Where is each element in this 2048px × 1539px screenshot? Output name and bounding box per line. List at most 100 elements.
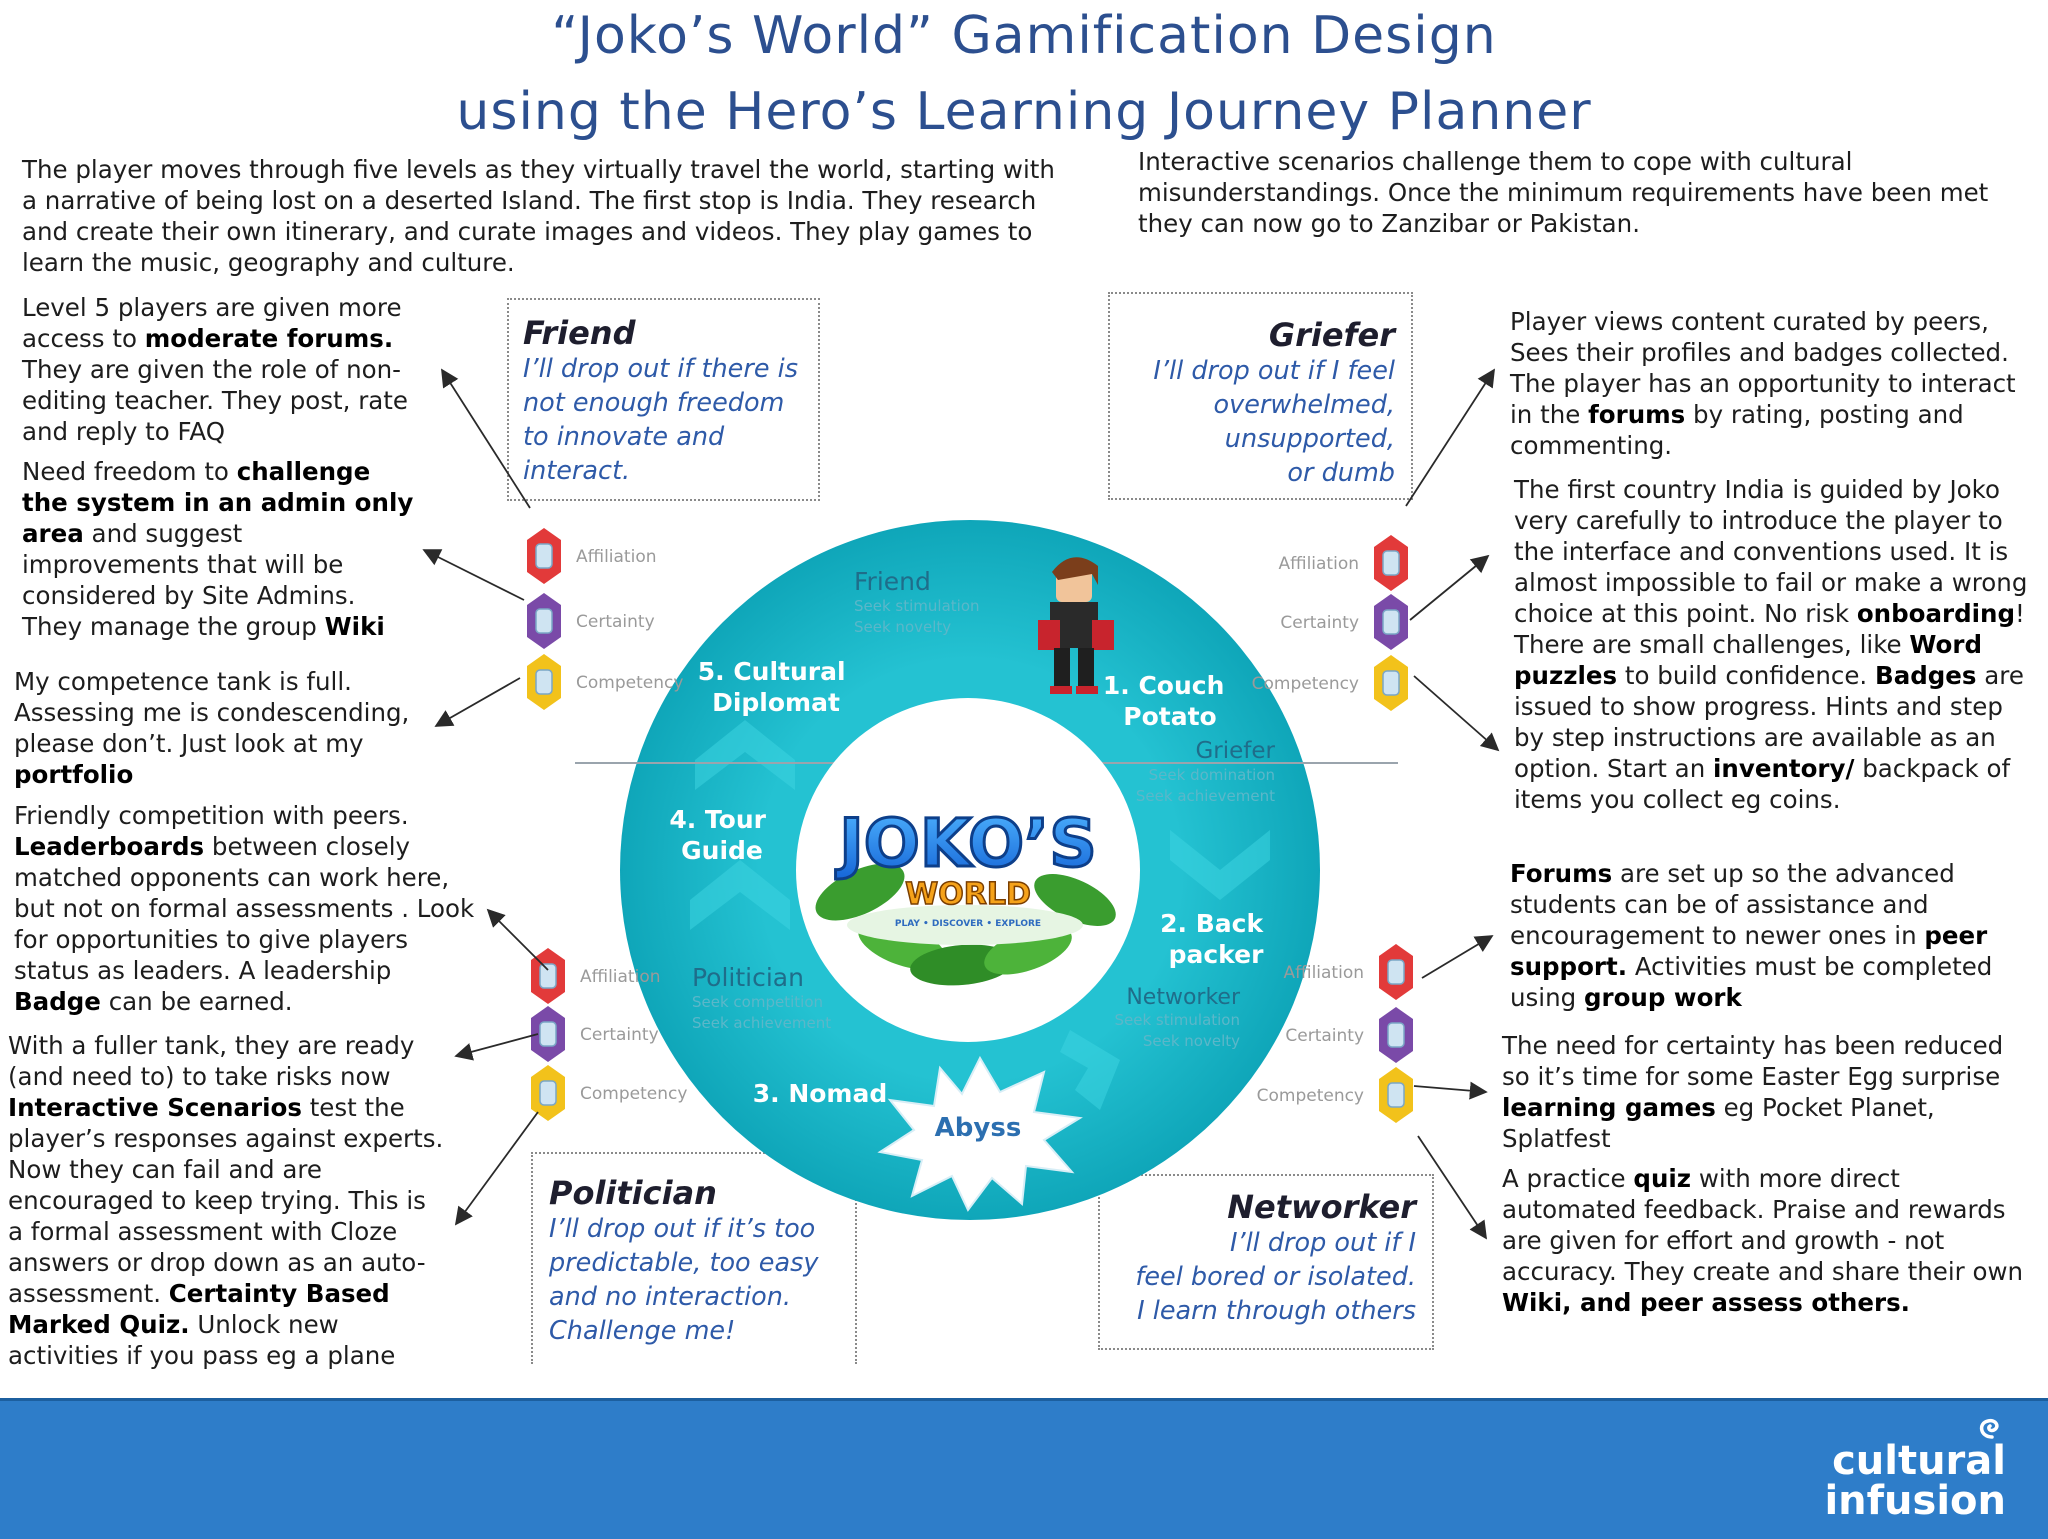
networker-box-title: Networker [1227, 1188, 1416, 1226]
abyss-burst [877, 1055, 1083, 1212]
level-1-line: 1. Couch [1103, 671, 1225, 700]
certainty-badge-icon: Certainty [1280, 594, 1408, 650]
networker-quote-line: feel bored or isolated. [1135, 1262, 1416, 1292]
footer-bar: cultural infusion [0, 1398, 2048, 1539]
brand-line-1: cultural [1832, 1438, 2006, 1484]
quadrant-politician-line: Seek competition [692, 993, 823, 1011]
level-2-line: 2. Back [1160, 909, 1264, 938]
friend-box: Friend I’ll drop out if there is not eno… [507, 298, 820, 501]
right-note-quiz: A practice quiz with more direct automat… [1502, 1164, 2024, 1317]
politician-box-title: Politician [549, 1174, 717, 1212]
world-logo-word: WORLD [905, 877, 1031, 912]
swirl-icon [1979, 1418, 1999, 1439]
politician-quote-line: Challenge me! [549, 1316, 736, 1346]
title-line-1: “Joko’s World” Gamification Design [551, 6, 1497, 66]
right-note-onboarding: The first country India is guided by Jok… [1514, 475, 2028, 814]
wheel-chevrons [690, 720, 1270, 1110]
certainty-badge-icon: Certainty [527, 593, 655, 649]
need-label: Certainty [1280, 613, 1359, 633]
right-note-peer-support: Forums are set up so the advanced studen… [1510, 859, 1993, 1012]
friend-quote-line: to innovate and [523, 422, 725, 452]
networker-quote-line: I learn through others [1137, 1296, 1416, 1326]
need-label: Affiliation [1279, 554, 1360, 574]
certainty-badge-icon: Certainty [531, 1006, 659, 1062]
networker-box: Networker I’ll drop out if I feel bored … [1098, 1174, 1434, 1350]
griefer-quote-line: overwhelmed, [1213, 390, 1395, 420]
need-label: Affiliation [576, 547, 657, 567]
quadrant-griefer-name: Griefer [1195, 738, 1275, 764]
certainty-badge-icon: Certainty [1285, 1007, 1413, 1063]
level-2-label: 2. Back packer [1160, 909, 1272, 969]
friend-quote-line: interact. [523, 456, 631, 486]
quadrant-friend-line: Seek novelty [854, 618, 951, 636]
joko-logo-word: JOKO’S [835, 805, 1097, 882]
quadrant-networker-line: Seek novelty [1143, 1032, 1240, 1050]
friend-quote-line: I’ll drop out if there is [523, 354, 798, 384]
quadrant-networker-line: Seek stimulation [1114, 1011, 1240, 1029]
politician-quote-line: I’ll drop out if it’s too [549, 1214, 816, 1244]
level-3-label: 3. Nomad [753, 1079, 888, 1108]
intro-right: Interactive scenarios challenge them to … [1138, 147, 1989, 238]
quadrant-networker-name: Networker [1126, 985, 1241, 1010]
griefer-quote-line: I’ll drop out if I feel [1153, 356, 1395, 386]
need-label: Certainty [580, 1025, 659, 1045]
title-line-2: using the Hero’s Learning Journey Planne… [456, 82, 1592, 142]
joko-world-leaves [815, 863, 1116, 986]
logo-tagline: PLAY • DISCOVER • EXPLORE [895, 919, 1041, 929]
left-note-challenge-system: Need freedom to challenge the system in … [22, 457, 414, 641]
level-2-line: packer [1169, 940, 1264, 969]
level-5-line: Diplomat [712, 688, 840, 717]
politician-box: Politician I’ll drop out if it’s too pre… [531, 1152, 857, 1364]
affiliation-badge-icon: Affiliation [1279, 535, 1408, 591]
competency-badge-icon: Competency [527, 654, 683, 710]
quadrant-griefer-line: Seek domination [1149, 766, 1275, 784]
joko-character [1038, 557, 1114, 694]
left-note-portfolio: My competence tank is full. Assessing me… [14, 667, 410, 789]
abyss-label: Abyss [935, 1113, 1022, 1143]
intro-left: The player moves through five levels as … [22, 155, 1055, 277]
need-label: Competency [576, 673, 683, 693]
cultural-infusion-logo: cultural infusion [1824, 1418, 2006, 1524]
level-4-line: 4. Tour [669, 805, 766, 834]
friend-quote-line: not enough freedom [523, 388, 785, 418]
connector-arrows [422, 368, 1500, 1240]
quadrant-politician-name: Politician [692, 963, 804, 992]
griefer-quote-line: or dumb [1287, 458, 1395, 488]
networker-quote-line: I’ll drop out if I [1229, 1228, 1416, 1258]
level-5-line: 5. Cultural [698, 657, 846, 686]
griefer-box: Griefer I’ll drop out if I feel overwhel… [1108, 292, 1413, 500]
affiliation-badge-icon: Affiliation [1284, 944, 1413, 1000]
right-note-learning-games: The need for certainty has been reduced … [1502, 1031, 2004, 1153]
politician-quote-line: predictable, too easy [549, 1248, 819, 1278]
level-1-label: 1. Couch Potato [1103, 671, 1233, 731]
need-label: Competency [1252, 674, 1359, 694]
brand-line-2: infusion [1824, 1478, 2006, 1524]
need-label: Affiliation [1284, 963, 1365, 983]
left-note-level5: Level 5 players are given more access to… [22, 293, 408, 446]
competency-badge-icon: Competency [1257, 1067, 1413, 1123]
level-4-line: Guide [681, 836, 763, 865]
left-note-interactive-scenarios: With a fuller tank, they are ready (and … [8, 1031, 444, 1370]
griefer-quote-line: unsupported, [1224, 424, 1395, 454]
affiliation-badge-icon: Affiliation [527, 528, 657, 584]
quadrant-politician-line: Seek achievement [692, 1014, 831, 1032]
left-note-leaderboards: Friendly competition with peers. Leaderb… [14, 801, 475, 1016]
right-note-forums: Player views content curated by peers, S… [1510, 307, 2016, 460]
need-label: Certainty [576, 612, 655, 632]
need-label: Competency [1257, 1086, 1364, 1106]
friend-box-title: Friend [523, 314, 636, 352]
need-label: Affiliation [580, 967, 661, 987]
quadrant-friend-line: Seek stimulation [854, 597, 980, 615]
competency-badge-icon: Competency [531, 1065, 687, 1121]
griefer-box-title: Griefer [1268, 316, 1395, 354]
need-label: Certainty [1285, 1026, 1364, 1046]
level-1-line: Potato [1123, 702, 1216, 731]
quadrant-friend-name: Friend [854, 567, 931, 596]
need-badges: AffiliationCertaintyCompetencyAffiliatio… [527, 528, 1413, 1123]
need-label: Competency [580, 1084, 687, 1104]
level-4-label: 4. Tour Guide [669, 805, 774, 865]
competency-badge-icon: Competency [1252, 655, 1408, 711]
quadrant-griefer-line: Seek achievement [1136, 787, 1275, 805]
level-5-label: 5. Cultural Diplomat [698, 657, 855, 717]
